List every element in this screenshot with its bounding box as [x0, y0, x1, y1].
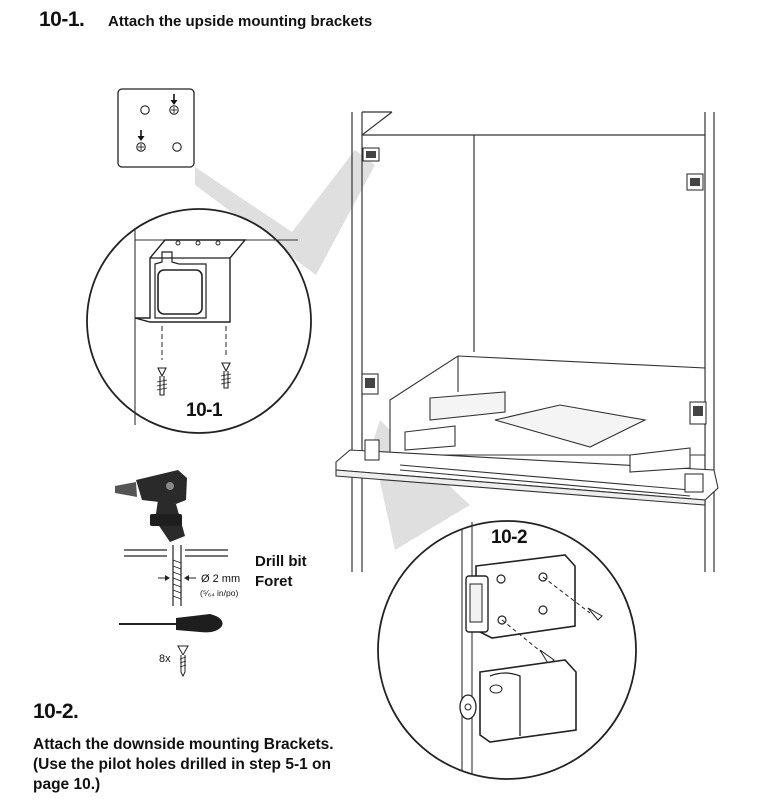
oven-appliance	[335, 355, 719, 506]
screwdriver-icon	[119, 614, 223, 633]
callout-label-10-1-overlay: 10-1	[186, 400, 223, 421]
callout-circle-10-1	[86, 208, 312, 434]
screw-icon	[177, 645, 189, 678]
callout-label-10-2-overlay: 10-2	[491, 527, 528, 548]
step-instructions-10-2: Attach the downside mounting Brackets. (…	[33, 736, 334, 793]
callout-circle-10-2	[377, 520, 637, 780]
drill-bit-label: Drill bit	[255, 553, 307, 570]
screw-quantity: 8x	[159, 653, 171, 665]
lower-bracket-left	[361, 373, 380, 461]
drill-bit-label-fr: Foret	[255, 573, 293, 590]
drill-icon	[115, 470, 187, 542]
upper-bracket-left	[362, 147, 380, 162]
hole-pattern-detail	[117, 88, 195, 168]
step-number-10-1: 10-1.	[39, 8, 85, 31]
drill-diameter-label: Ø 2 mm	[201, 573, 241, 585]
drill-diameter-imperial: (⁵⁄₆₄ in/po)	[200, 588, 239, 598]
upper-bracket-right	[686, 173, 704, 191]
projection-cone-upper	[195, 150, 375, 275]
drill-bit-icon	[124, 545, 228, 606]
step-title-10-1: Attach the upside mounting brackets	[108, 13, 373, 30]
step-number-10-2: 10-2.	[33, 700, 79, 723]
lower-bracket-right	[684, 401, 707, 493]
